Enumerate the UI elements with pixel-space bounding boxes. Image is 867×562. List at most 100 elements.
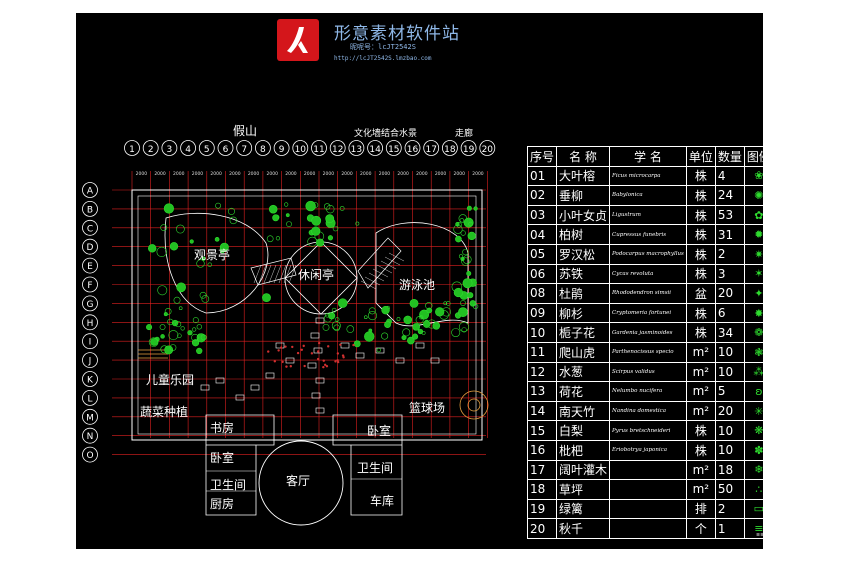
- basketball-inner-circle: [467, 398, 481, 412]
- column-marker-circle: [142, 140, 159, 156]
- legend-unit: 排: [685, 498, 716, 520]
- column-marker-label: 19: [463, 145, 475, 155]
- row-marker-circle: [82, 182, 98, 198]
- plant-symbol: [339, 206, 345, 211]
- legend-no: 03: [526, 204, 558, 226]
- shrub-symbol: [279, 346, 283, 349]
- plant-symbol: [175, 224, 185, 234]
- legend-icon: ❁: [743, 322, 763, 343]
- stepping-stone: [355, 352, 365, 359]
- row-marker-circle: [82, 408, 98, 425]
- plant-symbol: [403, 315, 413, 325]
- legend-icon: ⁂: [743, 361, 763, 383]
- row-marker-label: K: [87, 376, 94, 386]
- dimension-label: 2000: [379, 171, 391, 177]
- column-marker-circle: [385, 140, 402, 156]
- row-marker-label: D: [87, 243, 94, 253]
- dimension-label: 2000: [248, 171, 260, 177]
- plant-symbol: [167, 318, 174, 326]
- dimension-label: 2000: [173, 171, 185, 177]
- legend-qty: 53: [714, 204, 745, 226]
- column-marker-circle: [404, 140, 421, 156]
- legend-no: 17: [526, 459, 558, 481]
- walkway-hatch: [380, 260, 397, 270]
- plant-symbol: [272, 214, 280, 222]
- dimension-label: 2000: [397, 171, 409, 177]
- dimension-label: 2000: [472, 171, 484, 177]
- legend-icon: ❃: [743, 341, 763, 363]
- row-marker-label: I: [89, 338, 92, 348]
- row-marker-circle: [82, 446, 98, 463]
- legend-name: 爬山虎: [556, 341, 611, 363]
- column-marker-circle: [348, 140, 365, 156]
- legend-unit: m²: [685, 400, 716, 422]
- shrub-symbol: [300, 348, 304, 351]
- legend-qty: 4: [714, 165, 745, 187]
- plant-symbol: [363, 315, 368, 319]
- plant-symbol: [368, 328, 373, 333]
- plant-symbol: [396, 317, 401, 321]
- plant-symbol: [412, 333, 419, 340]
- plant-symbol: [331, 321, 341, 331]
- label-basketball: 篮球场: [409, 401, 446, 415]
- shrub-symbol: [281, 360, 284, 364]
- plant-symbol: [196, 347, 203, 355]
- watermark-qq: 昵呢号：lcJT2542S: [350, 43, 416, 51]
- legend-sci: Gardenia jasminoides: [609, 322, 687, 343]
- legend-icon: ✽: [743, 439, 763, 461]
- label-water-feature: 文化墙结合水景: [354, 129, 418, 139]
- legend-icon: ✸: [743, 302, 763, 324]
- row-marker-circle: [82, 219, 98, 236]
- row-marker-circle: [82, 295, 98, 312]
- plant-symbol: [159, 324, 166, 331]
- label-kids-park: 儿童乐园: [146, 373, 195, 387]
- plant-symbol: [469, 300, 477, 307]
- legend-unit: 株: [685, 185, 716, 206]
- walkway-hatch: [384, 256, 401, 266]
- shrub-symbol: [316, 357, 320, 361]
- dimension-label: 2000: [154, 171, 166, 177]
- shrub-symbol: [336, 359, 339, 362]
- legend-qty: 50: [714, 479, 745, 500]
- shrub-symbol: [317, 341, 321, 345]
- plant-symbol: [467, 292, 474, 299]
- plant-symbol: [227, 207, 236, 215]
- plant-symbol: [402, 328, 411, 337]
- legend-no: 14: [526, 400, 558, 422]
- shrub-symbol: [291, 345, 294, 349]
- legend-qty: 18: [714, 459, 745, 481]
- legend-header-row: 序号 名 称 学 名 单位 数量 图例: [526, 146, 763, 167]
- plant-symbol: [316, 238, 325, 247]
- column-marker-label: 8: [260, 145, 266, 155]
- plant-symbol: [333, 324, 340, 332]
- plant-symbol: [284, 202, 289, 207]
- walkway-hatch: [253, 264, 262, 284]
- plant-symbol: [160, 224, 168, 232]
- column-marker-label: 13: [351, 145, 362, 155]
- plant-symbol: [335, 317, 340, 322]
- row-marker-circle: [82, 314, 98, 331]
- column-marker-circle: [254, 140, 271, 156]
- plant-symbol: [419, 315, 424, 320]
- label-rest-pavilion: 休闲亭: [298, 268, 335, 282]
- shrub-symbol: [339, 343, 342, 346]
- legend-qty: 10: [714, 341, 745, 363]
- plant-symbol: [262, 293, 271, 303]
- column-marker-label: 12: [332, 145, 343, 155]
- dimension-label: 2000: [304, 171, 316, 177]
- cad-drawing-canvas: 形意素材软件站 昵呢号：lcJT2542S http://lcJT2542S.l…: [76, 13, 763, 549]
- stepping-stone: [311, 392, 321, 399]
- plant-symbol: [180, 326, 185, 331]
- plant-symbol: [328, 312, 336, 320]
- plant-symbol: [458, 254, 463, 259]
- plant-symbol: [163, 312, 168, 317]
- legend-no: 11: [526, 341, 558, 363]
- legend-qty: 20: [714, 283, 745, 304]
- plant-symbol: [229, 216, 238, 225]
- legend-unit: 株: [685, 420, 716, 441]
- plant-symbol: [191, 333, 199, 342]
